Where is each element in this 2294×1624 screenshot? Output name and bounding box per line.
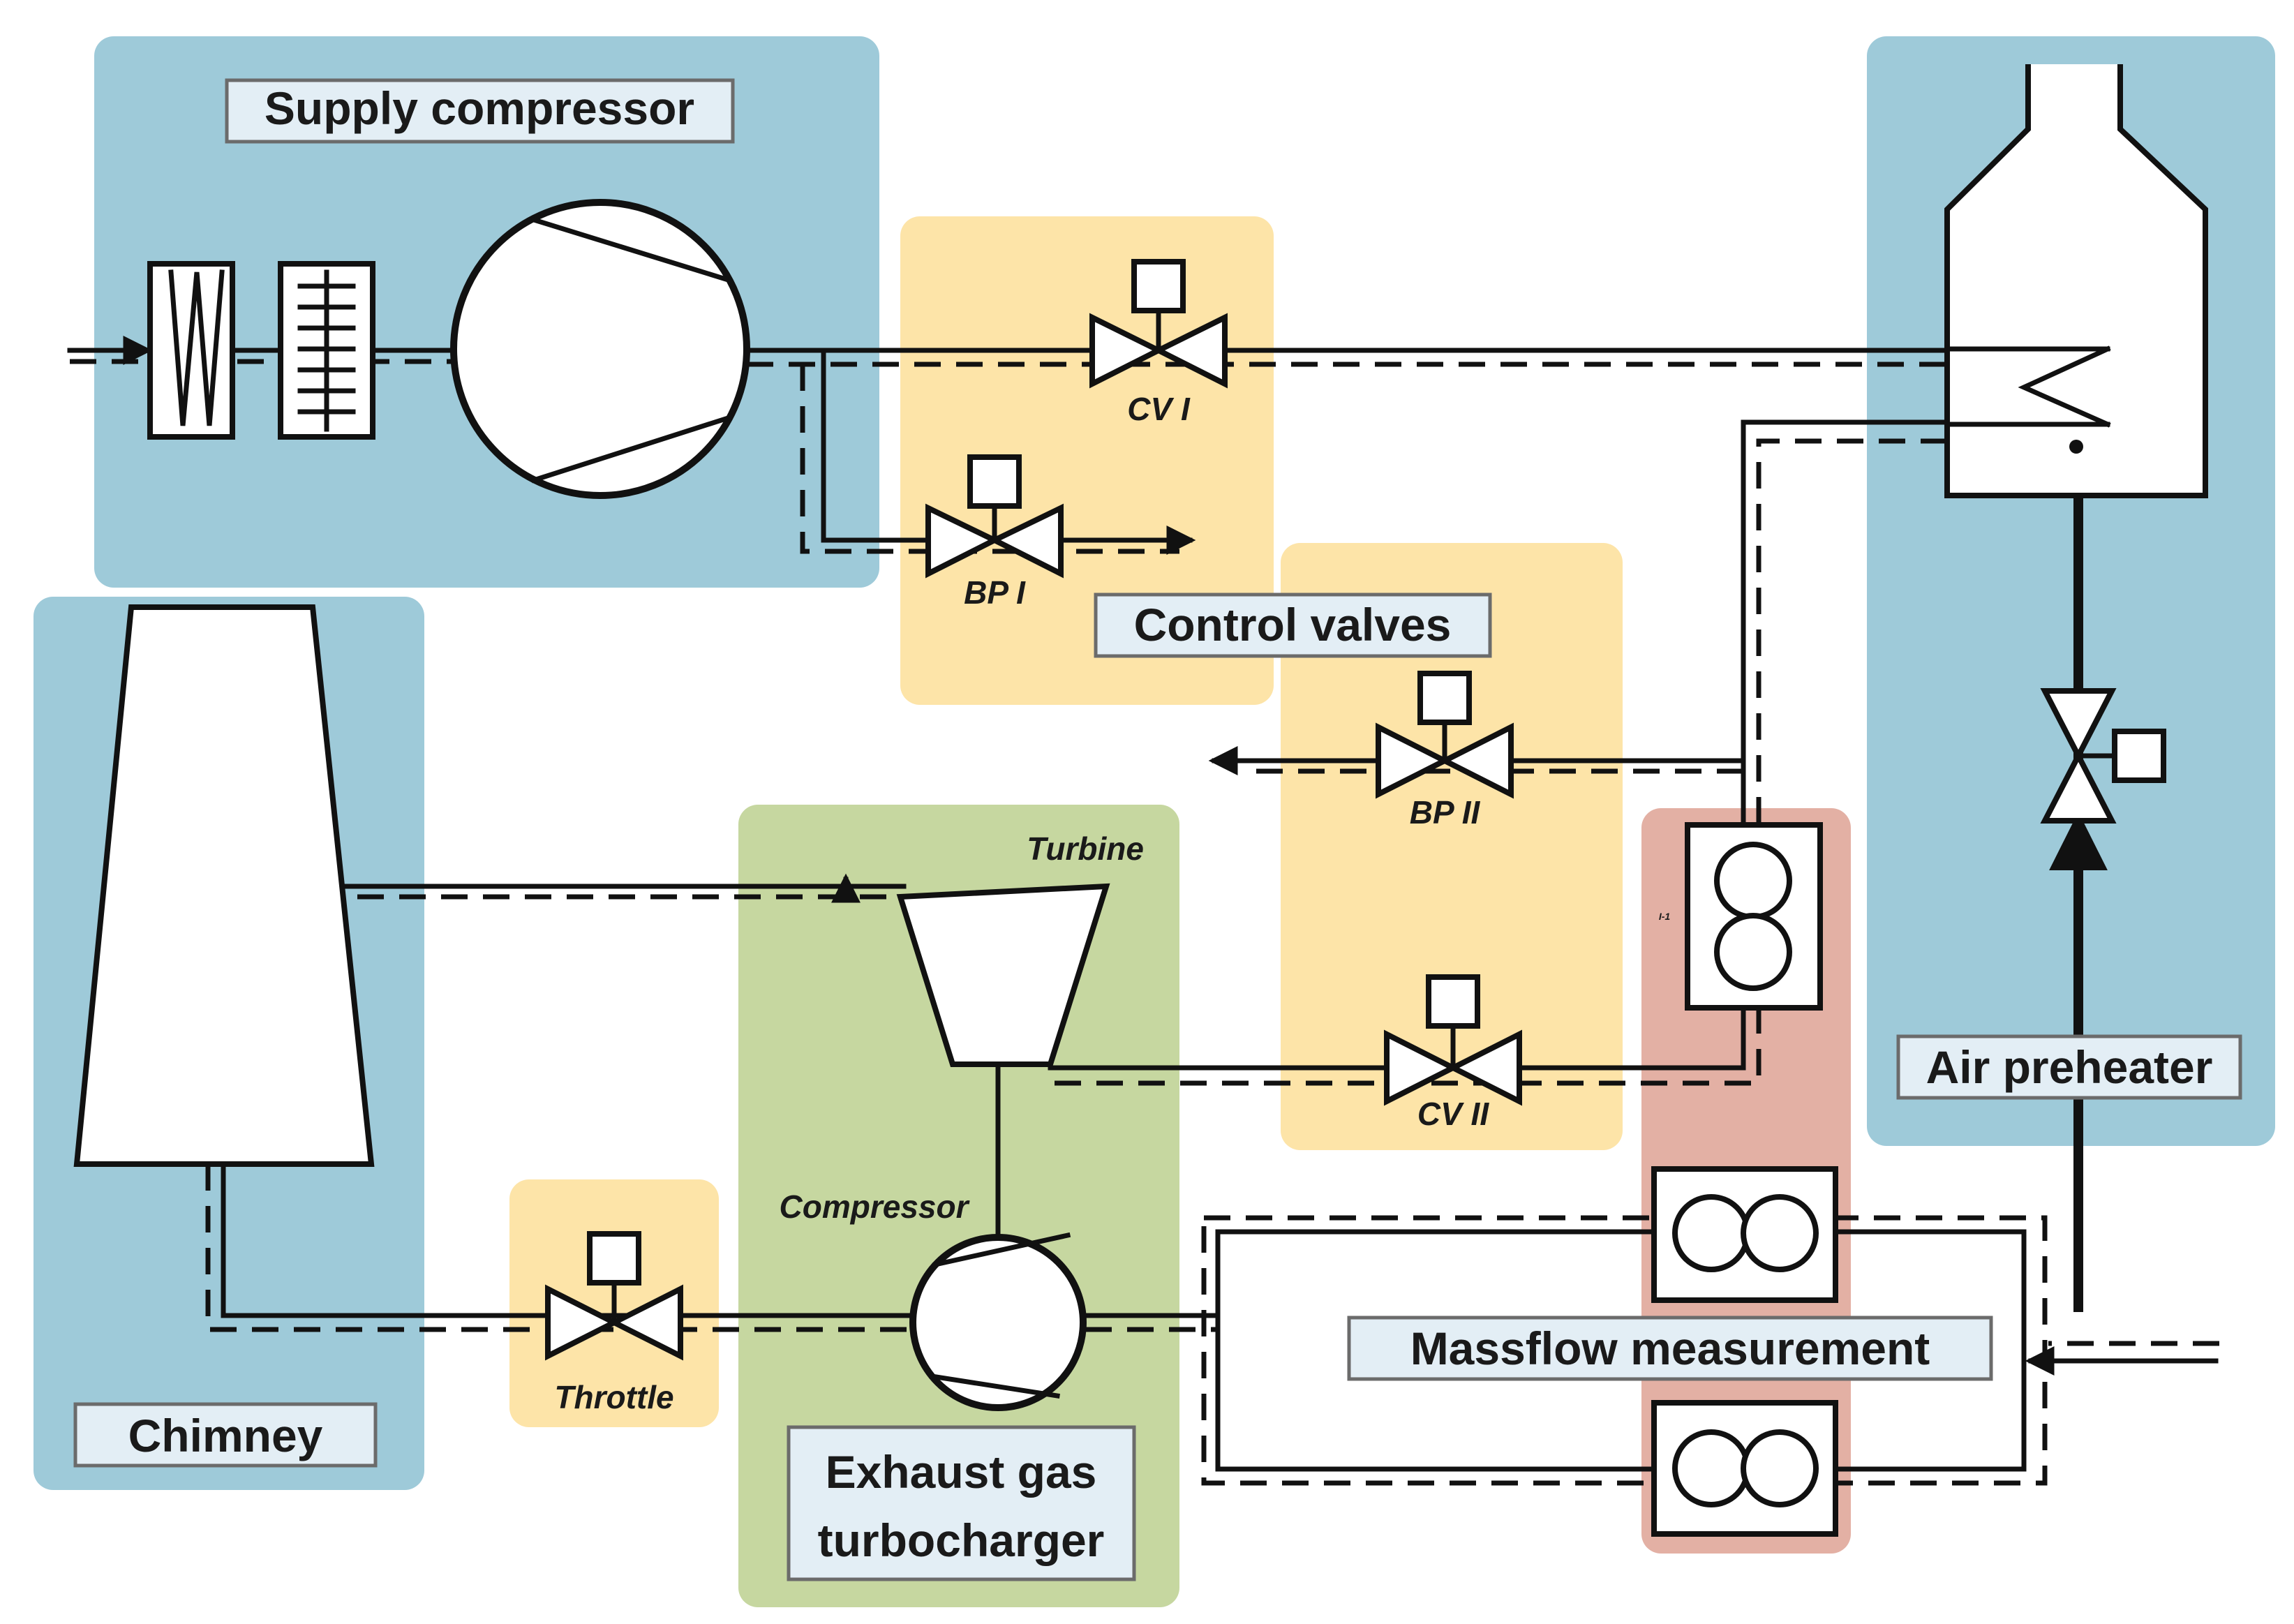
svg-text:Chimney: Chimney [128, 1410, 323, 1461]
tag-compressor: Compressor [780, 1189, 970, 1225]
flowmeter-top-icon [1651, 1166, 1838, 1303]
region-control-valves-right [1281, 543, 1623, 1150]
valve-bp1-icon [925, 454, 1064, 579]
supply-compressor-icon [450, 199, 750, 499]
air-preheater-icon [1944, 64, 2208, 498]
label-air-preheater: Air preheater [1896, 1034, 2242, 1100]
tag-turbine: Turbine [1027, 830, 1144, 867]
turbo-compressor-icon [909, 1232, 1087, 1411]
label-massflow: Massflow measurement [1347, 1316, 1993, 1381]
svg-text:Supply compressor: Supply compressor [265, 82, 694, 134]
valve-cv2-icon [1384, 974, 1522, 1106]
svg-text:Massflow measurement: Massflow measurement [1410, 1323, 1930, 1374]
chimney-icon [73, 604, 375, 1167]
valve-throttle-icon [545, 1231, 683, 1361]
svg-text:Air preheater: Air preheater [1926, 1041, 2213, 1093]
silencer-icon [278, 261, 375, 440]
tag-throttle: Throttle [554, 1379, 673, 1415]
massflow-loop [1201, 1215, 2219, 1486]
filter-icon [147, 261, 235, 440]
tag-cv2: CV II [1417, 1096, 1489, 1132]
tag-bp1: BP I [964, 574, 1026, 611]
label-chimney: Chimney [73, 1402, 378, 1468]
tag-tiny: I-1 [1659, 911, 1671, 922]
flowmeter-vertical-icon [1685, 822, 1823, 1011]
valve-fuel-icon [2040, 688, 2166, 824]
label-control-valves: Control valves [1094, 593, 1492, 658]
tag-cv1: CV I [1127, 391, 1191, 427]
label-turbocharger: Exhaust gas turbocharger [787, 1425, 1136, 1581]
valve-cv1-icon [1089, 259, 1228, 389]
flowmeter-bottom-icon [1651, 1400, 1838, 1537]
svg-text:turbocharger: turbocharger [818, 1514, 1105, 1566]
valve-bp2-icon [1376, 671, 1514, 799]
turbine-icon [896, 883, 1110, 1067]
svg-text:Exhaust gas: Exhaust gas [826, 1446, 1097, 1498]
svg-text:Control valves: Control valves [1134, 599, 1452, 650]
tag-bp2: BP II [1410, 794, 1481, 830]
label-supply-compressor: Supply compressor [225, 78, 735, 144]
